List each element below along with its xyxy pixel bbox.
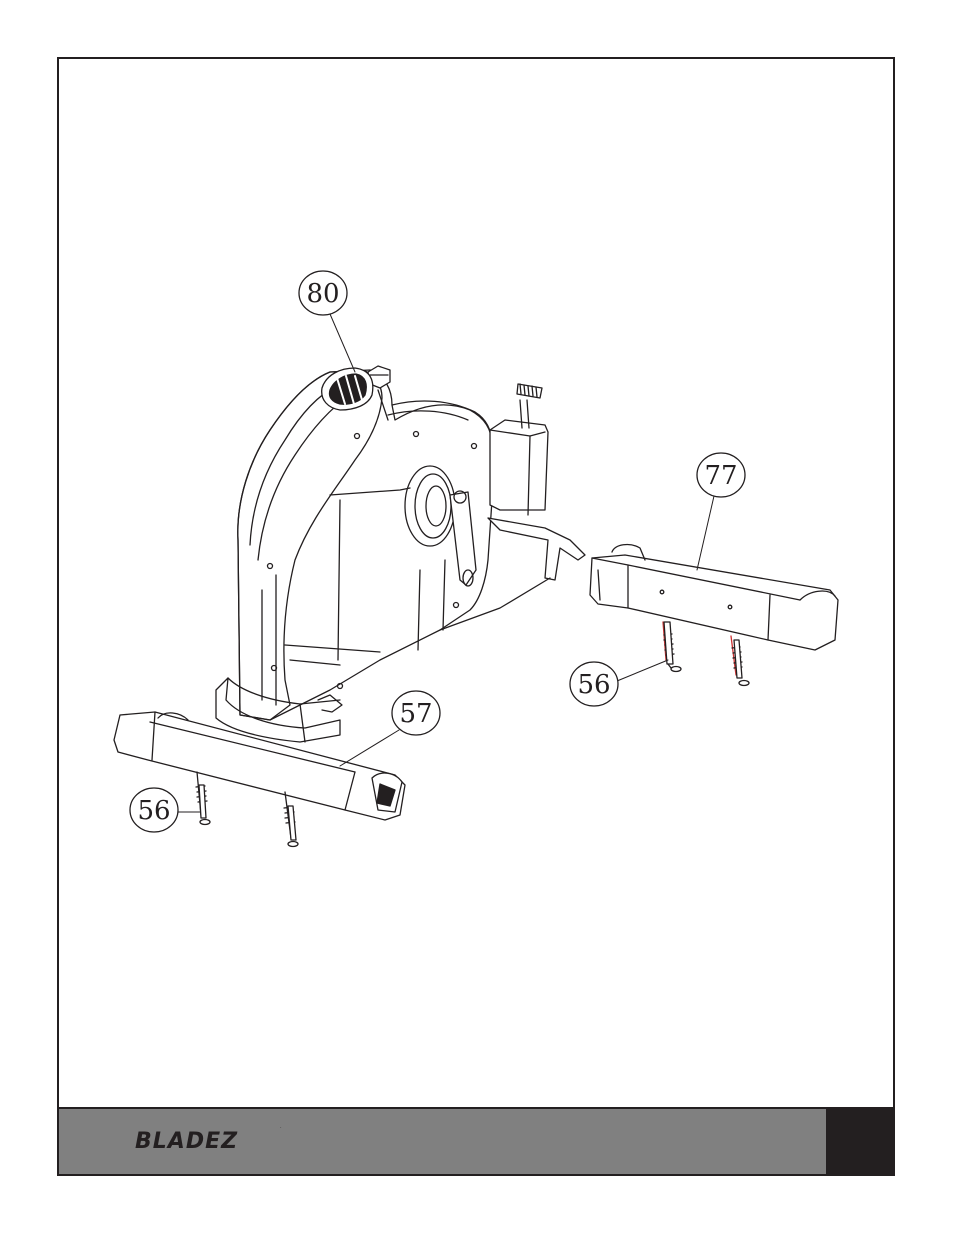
page-border [57, 57, 895, 1176]
callout-56-left: 56 [129, 787, 179, 833]
page-number-box [826, 1109, 893, 1174]
callout-57: 57 [391, 690, 441, 736]
callout-77: 77 [696, 452, 746, 498]
callout-57-label: 57 [399, 699, 432, 729]
bolt-front-1 [195, 771, 211, 826]
callout-56-right-label: 56 [577, 670, 610, 700]
footer-bar: BLADEZ · [59, 1107, 893, 1174]
brand-logo: BLADEZ [135, 1129, 239, 1154]
bolt-rear-2 [730, 635, 750, 687]
bolts [195, 621, 750, 848]
bike-frame [215, 365, 586, 743]
callout-77-label: 77 [704, 461, 737, 491]
leader-lines [175, 313, 715, 813]
bolt-rear-1 [662, 621, 682, 673]
front-stabilizer [113, 711, 406, 821]
brand-trademark: · [280, 1125, 282, 1131]
footer-gray-band: BLADEZ · [59, 1109, 826, 1174]
callout-80-label: 80 [306, 279, 339, 309]
callout-80: 80 [298, 270, 348, 316]
callout-56-right: 56 [569, 661, 619, 707]
callout-56-left-label: 56 [137, 796, 170, 826]
rear-stabilizer [589, 543, 839, 651]
bolt-front-2 [283, 791, 299, 848]
